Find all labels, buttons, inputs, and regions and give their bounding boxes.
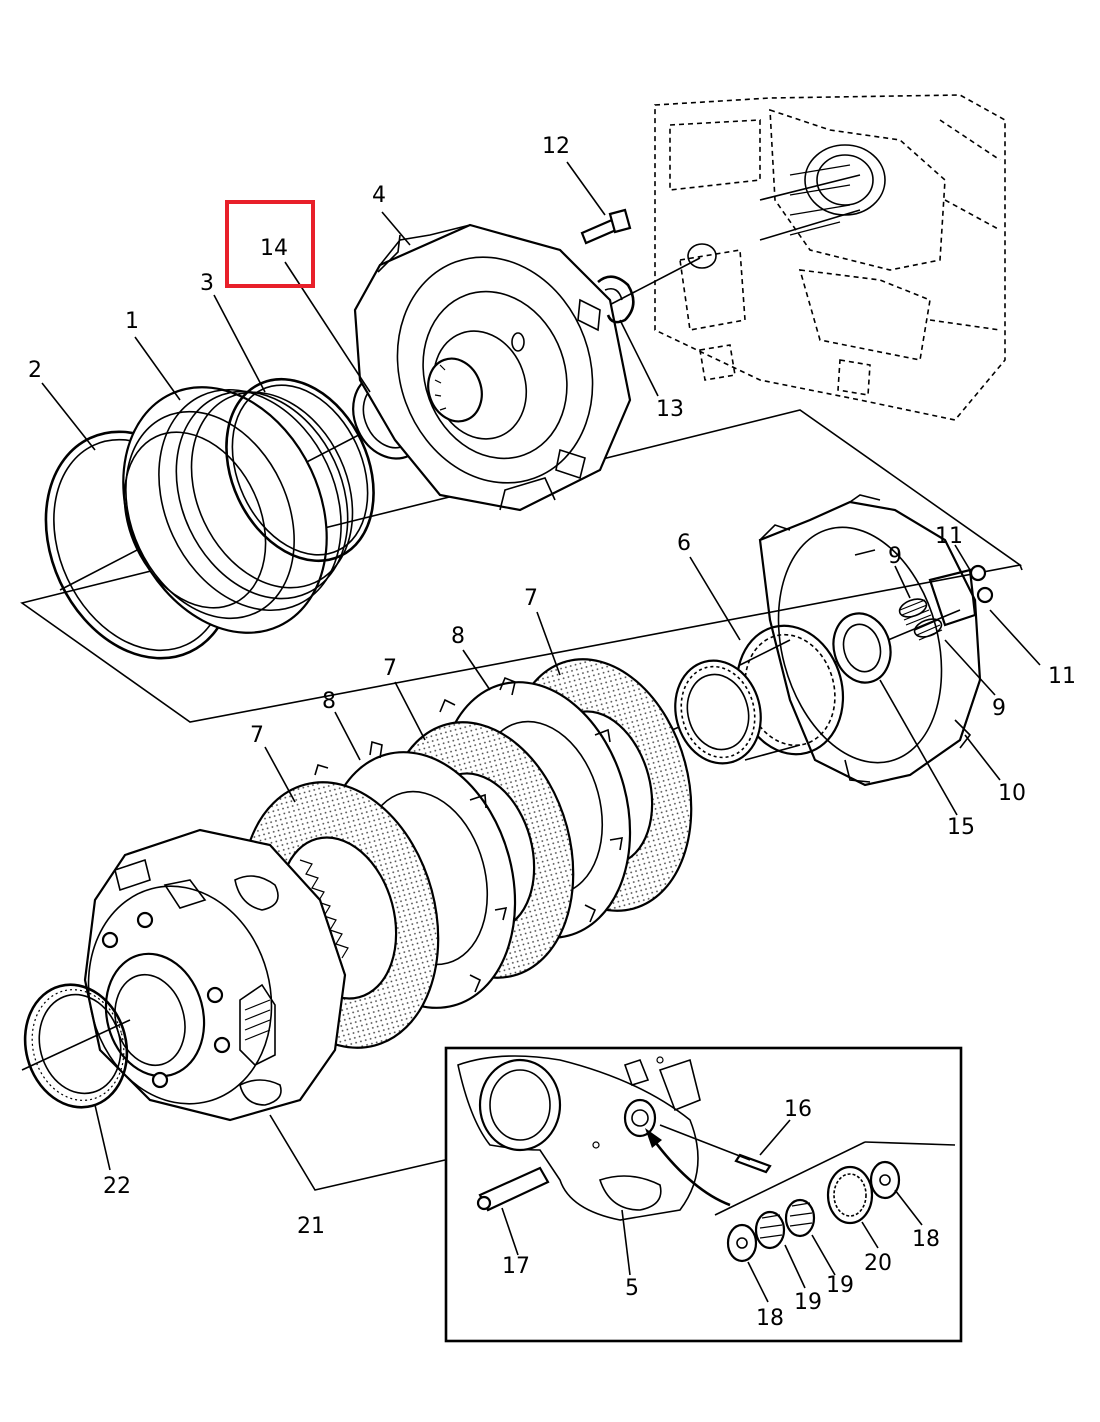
callout-9-top: 9	[888, 544, 902, 569]
callout-3: 3	[200, 271, 214, 296]
callout-18-left: 18	[756, 1306, 784, 1331]
callout-20: 20	[864, 1251, 892, 1276]
callout-11-right: 11	[1048, 664, 1076, 689]
callout-8-rear: 8	[451, 624, 465, 649]
callout-11-top: 11	[935, 524, 963, 549]
part-9-springs	[898, 598, 943, 641]
part-11-bolts	[928, 564, 994, 627]
callout-9-right: 9	[992, 696, 1006, 721]
callout-15: 15	[947, 815, 975, 840]
part-21-planet-carrier	[83, 828, 347, 1122]
callout-19-right: 19	[826, 1273, 854, 1298]
callout-labels: 12 4 14 3 1 2 13 6 11 9 11 9 10 15 7 8 7…	[28, 134, 1076, 1331]
inset-detail-box	[444, 1046, 963, 1343]
callout-7-front: 7	[250, 723, 264, 748]
callout-19-left: 19	[794, 1290, 822, 1315]
part-6-gear-hub	[674, 624, 845, 765]
callout-22: 22	[103, 1174, 131, 1199]
callout-7-rear: 7	[524, 586, 538, 611]
callout-8-front: 8	[322, 689, 336, 714]
transmission-housing	[654, 94, 1006, 421]
callout-14: 14	[260, 236, 288, 261]
part-1-piston	[122, 386, 354, 634]
callout-13: 13	[656, 397, 684, 422]
callout-6: 6	[677, 531, 691, 556]
callout-18-right: 18	[912, 1227, 940, 1252]
part-15-washer	[832, 612, 892, 684]
callout-2: 2	[28, 358, 42, 383]
callout-21: 21	[297, 1214, 325, 1239]
part-13-clip	[597, 275, 635, 324]
part-4-clutch-housing	[353, 223, 632, 512]
part-22-bearing-ring	[23, 983, 129, 1109]
callout-7-middle: 7	[383, 656, 397, 681]
callout-12: 12	[542, 134, 570, 159]
part-10-backing-plate	[758, 494, 982, 787]
callout-16: 16	[784, 1097, 812, 1122]
callout-1: 1	[125, 309, 139, 334]
leader-lines	[41, 161, 1041, 1303]
callout-5: 5	[625, 1276, 639, 1301]
callout-4: 4	[372, 183, 386, 208]
callout-10: 10	[998, 781, 1026, 806]
part-12-bolt	[580, 208, 632, 245]
callout-17: 17	[502, 1254, 530, 1279]
highlight-box	[225, 200, 315, 288]
